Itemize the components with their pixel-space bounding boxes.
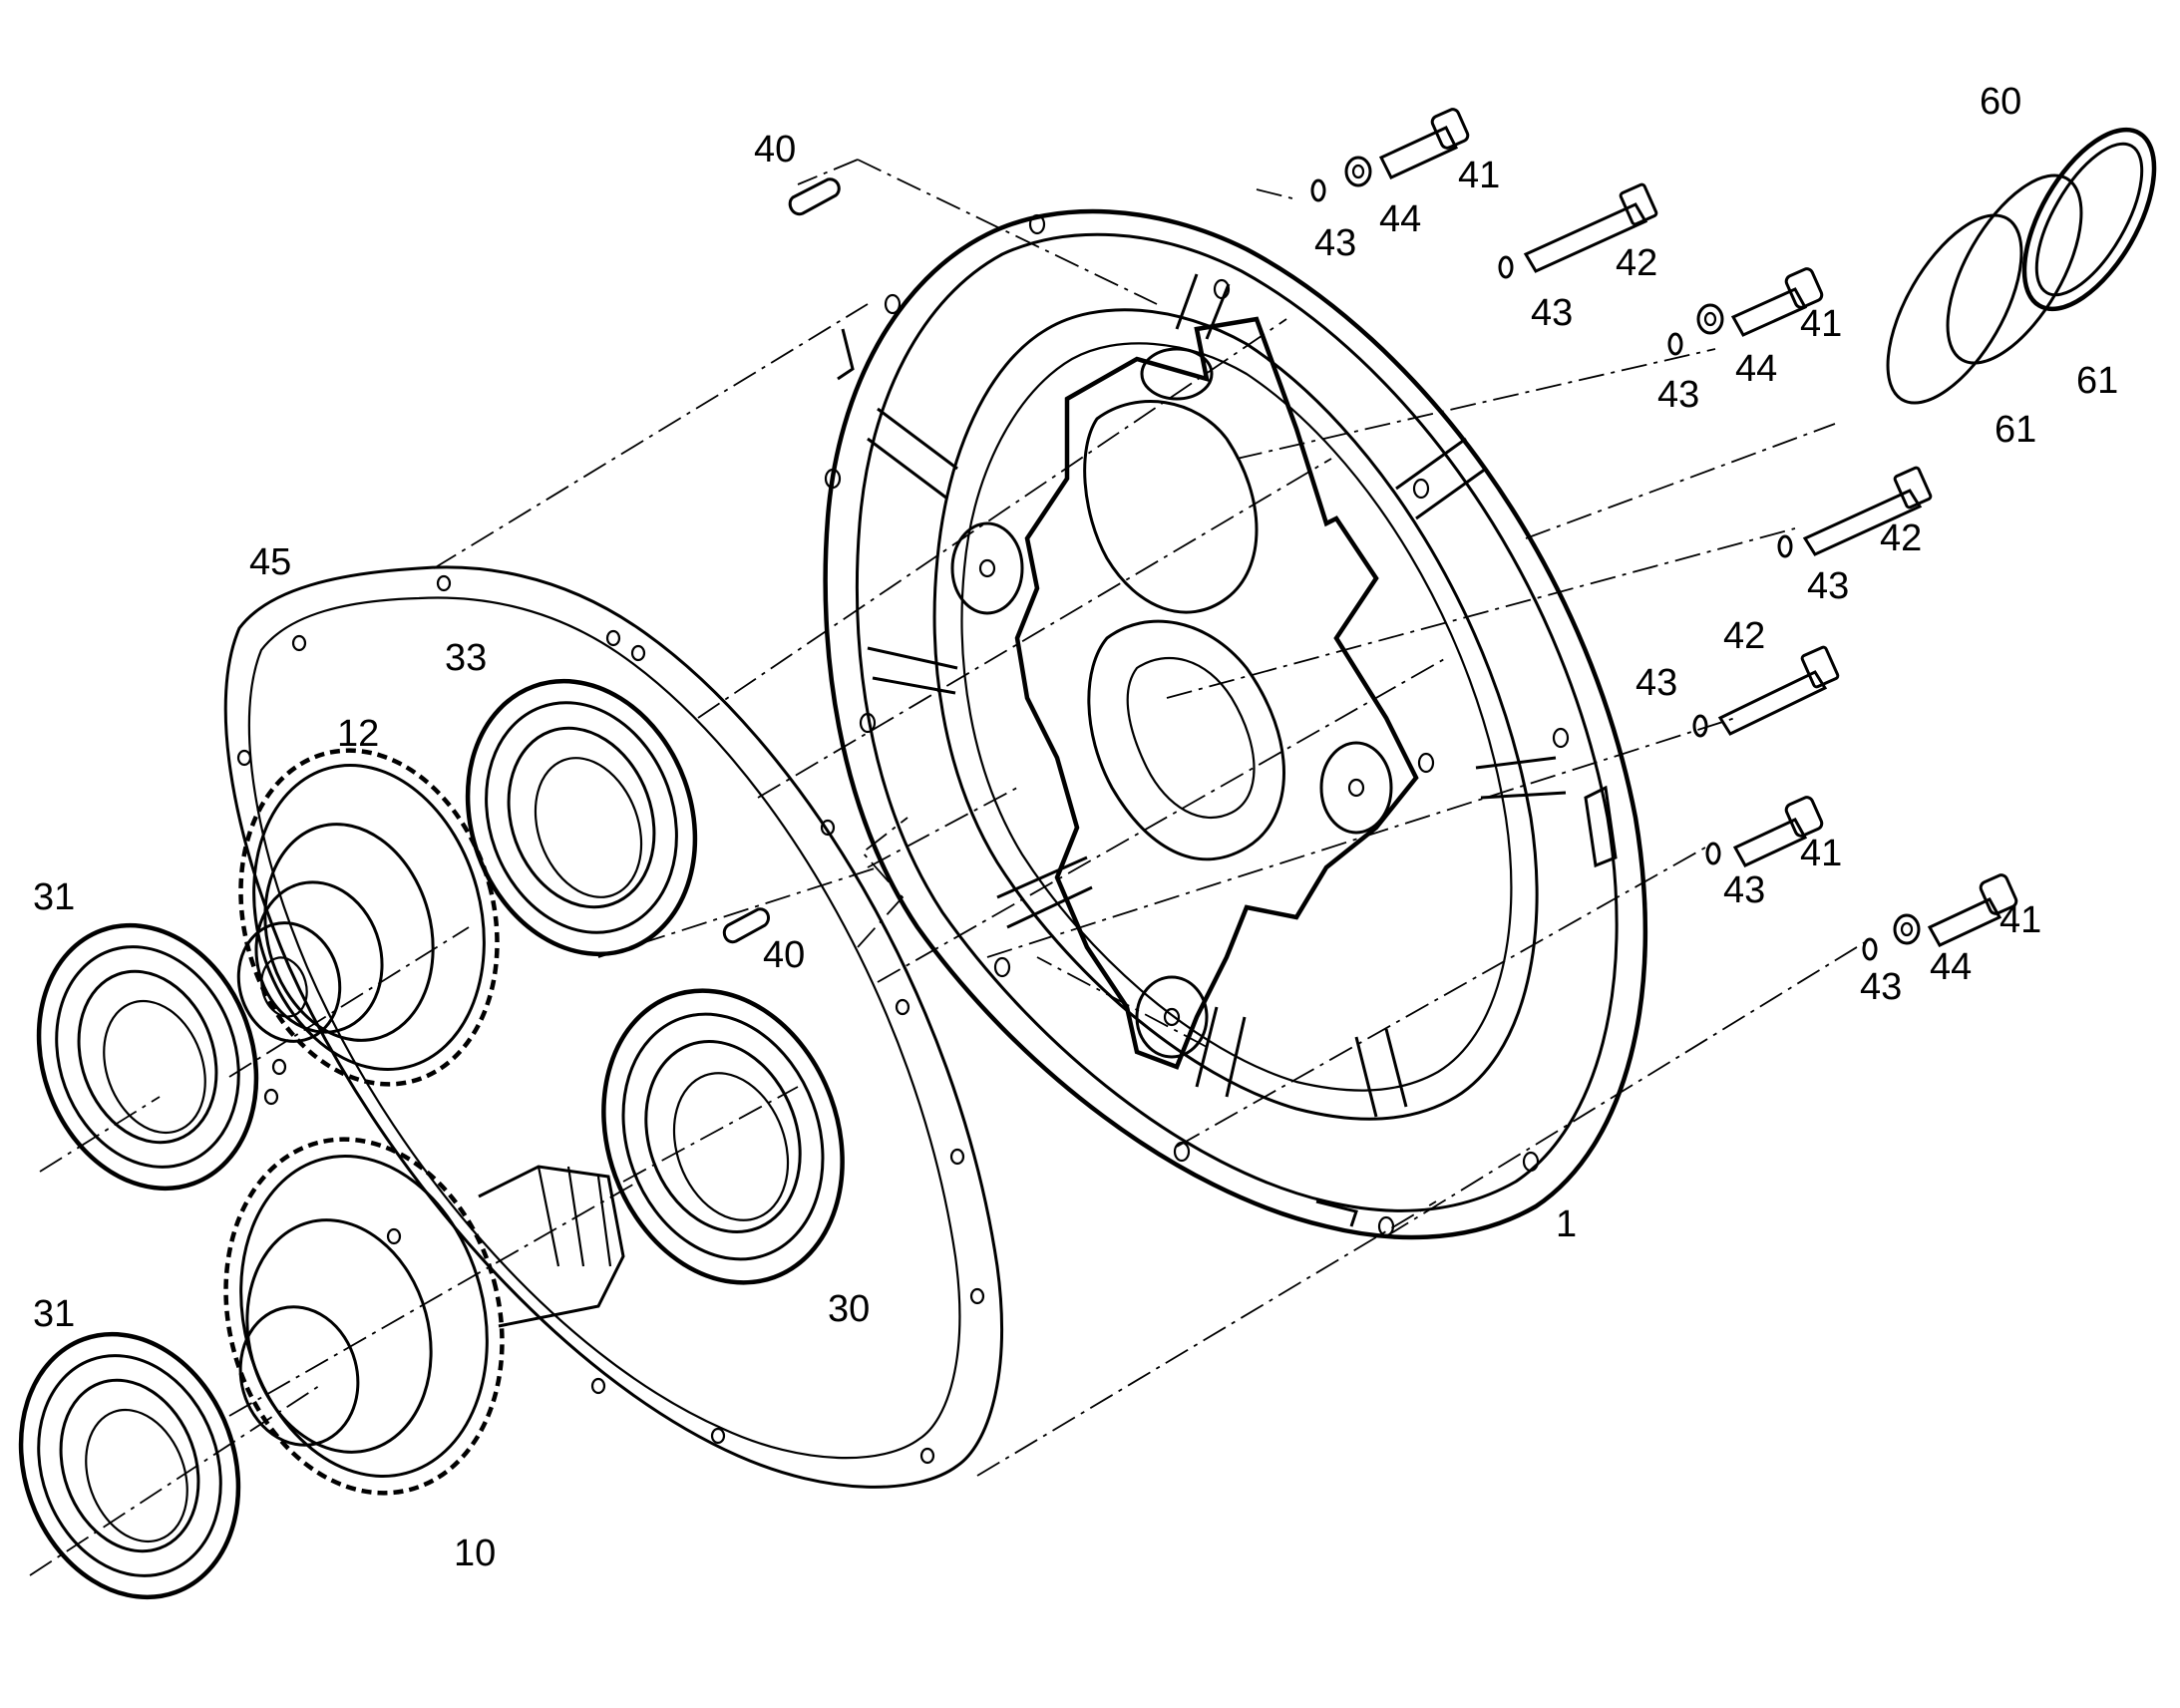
label-10: 10: [454, 1533, 496, 1574]
label-1: 1: [1556, 1203, 1577, 1245]
label-43-b: 43: [1531, 292, 1573, 334]
label-44-b: 44: [1735, 348, 1777, 390]
label-45: 45: [249, 541, 291, 583]
dowel-pins: [722, 177, 841, 944]
label-60: 60: [1980, 81, 2021, 123]
label-41-d: 41: [1999, 899, 2041, 941]
housing-cover: [823, 208, 1648, 1240]
label-30: 30: [828, 1288, 870, 1330]
label-41-b: 41: [1800, 303, 1842, 345]
label-43-e: 43: [1635, 662, 1677, 704]
label-43-g: 43: [1860, 966, 1902, 1008]
label-40-mid: 40: [763, 934, 805, 976]
gear-10-shaft: [223, 1137, 625, 1496]
label-33: 33: [445, 637, 487, 679]
label-31-lower: 31: [33, 1293, 75, 1335]
label-43-f: 43: [1723, 869, 1765, 911]
gear-12: [236, 748, 500, 1087]
label-61-left: 61: [1995, 409, 2036, 451]
bearing-33: [465, 678, 698, 957]
label-43-a: 43: [1314, 222, 1356, 264]
center-lines: [29, 159, 1866, 1576]
label-43-c: 43: [1657, 374, 1699, 416]
part-labels: 1 10 12 30 31 31 33 40 40 41 41 41 41 42…: [33, 81, 2118, 1574]
label-12: 12: [337, 713, 379, 755]
label-43-d: 43: [1807, 565, 1849, 607]
label-41-a: 41: [1458, 155, 1500, 196]
label-42-a: 42: [1616, 242, 1657, 284]
fasteners: [1310, 108, 2157, 961]
label-44-a: 44: [1379, 198, 1421, 240]
label-42-c: 42: [1723, 615, 1765, 657]
label-40-top: 40: [754, 129, 796, 171]
bearing-30: [601, 988, 845, 1285]
label-31-upper: 31: [33, 876, 75, 918]
label-41-c: 41: [1800, 833, 1842, 874]
label-44-c: 44: [1930, 946, 1972, 988]
label-42-b: 42: [1880, 517, 1922, 559]
label-61-right: 61: [2076, 360, 2118, 402]
bearing-31-upper: [36, 922, 259, 1192]
gasket: [223, 565, 1003, 1489]
bearing-31-lower: [18, 1331, 241, 1600]
